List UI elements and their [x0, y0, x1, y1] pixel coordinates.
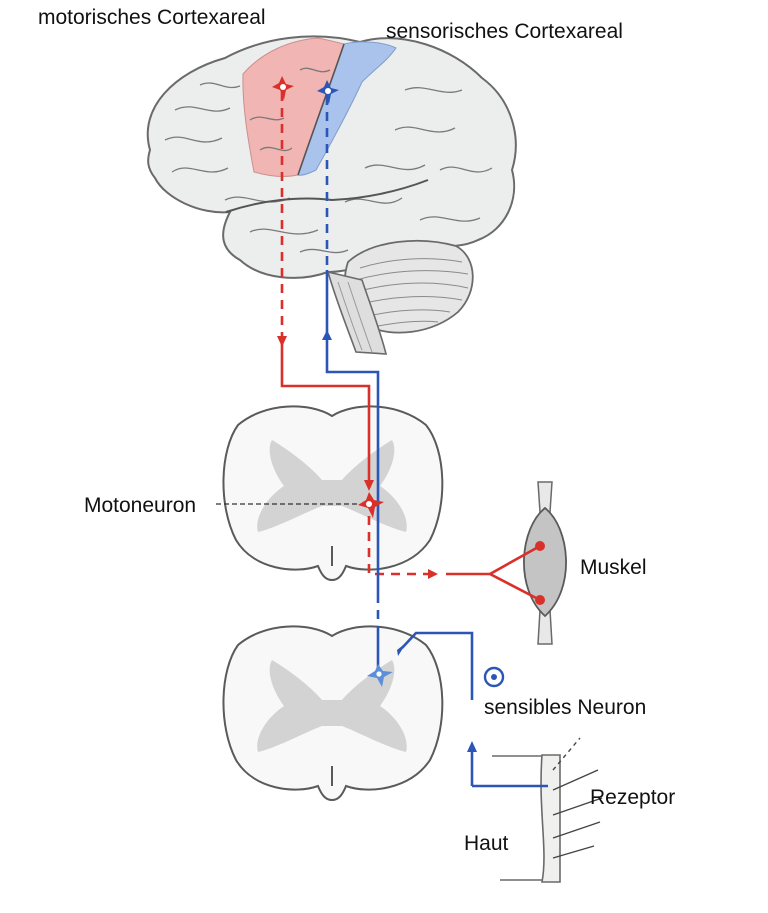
spinal-cord-upper: [222, 405, 444, 582]
lateral-sulcus: [225, 179, 429, 213]
skin-hairs: [552, 737, 603, 859]
skin-label: Haut: [464, 832, 509, 855]
cerebrum: [146, 35, 517, 279]
sensory-pathway: [325, 96, 548, 788]
sensory-cortex-neuron: [317, 80, 339, 104]
central-sulcus: [297, 43, 345, 176]
cerebellum-folia: [355, 258, 469, 327]
motor-arrowheads: [277, 336, 438, 579]
sensory-cortex-label: sensorisches Cortexareal: [386, 20, 623, 43]
motoneuron-label: Motoneuron: [84, 494, 196, 517]
motoneuron-cell: [358, 492, 384, 518]
skin-layer: [540, 754, 561, 883]
motor-cortex-label: motorisches Cortexareal: [38, 6, 266, 29]
brainstem-fibers: [337, 281, 373, 353]
motor-pathway: [280, 92, 541, 602]
skin: [492, 737, 603, 883]
motor-cortex-neuron: [272, 76, 294, 100]
sensory-arrowheads: [322, 330, 477, 752]
brain: [146, 35, 517, 355]
brainstem: [326, 270, 388, 355]
sensory-neuron-ganglion: [483, 666, 505, 688]
muscle-endplate-lower: [535, 595, 545, 605]
brain-gyri: [164, 67, 493, 254]
spinal-cord-lower-grey-matter: [257, 660, 407, 752]
spinal-cord-lower: [222, 625, 444, 802]
muscle-label: Muskel: [580, 556, 647, 579]
muscle: [523, 481, 567, 645]
muscle-endplate-upper: [535, 541, 545, 551]
receptor-label: Rezeptor: [590, 786, 675, 809]
sensory-neuron-label: sensibles Neuron: [484, 696, 646, 719]
muscle-belly: [523, 506, 567, 618]
spinal-interneuron: [367, 664, 393, 687]
